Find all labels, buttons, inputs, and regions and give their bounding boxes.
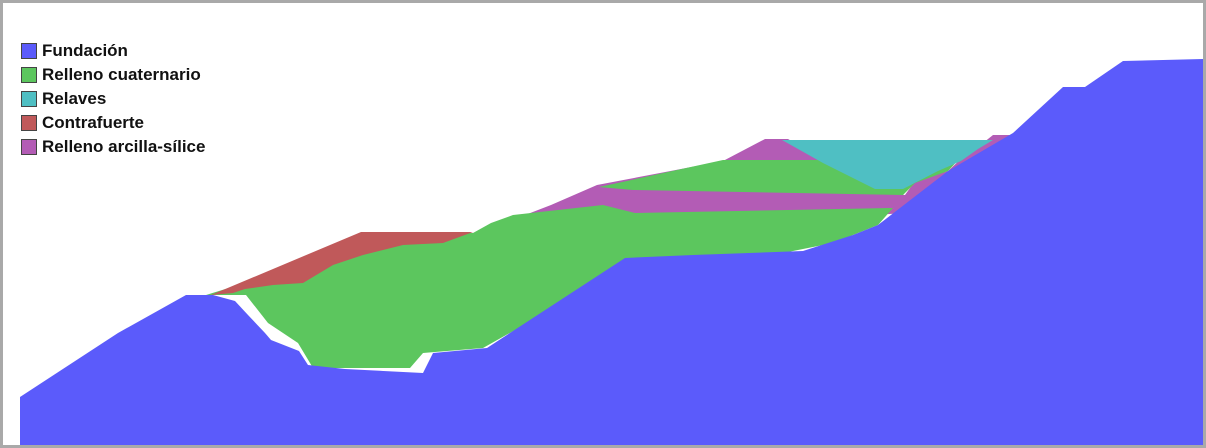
layer-relaves — [782, 140, 993, 189]
legend-swatch-relaves — [21, 91, 37, 107]
cross-section-diagram — [20, 59, 1203, 445]
legend-label-relleno-cuaternario: Relleno cuaternario — [42, 65, 201, 84]
legend-label-relleno-arcilla-silice: Relleno arcilla-sílice — [42, 137, 206, 156]
layer-contrafuerte — [211, 232, 473, 295]
legend-label-relaves: Relaves — [42, 89, 107, 108]
legend-item-fundacion: Fundación — [21, 39, 205, 63]
legend-label-fundacion: Fundación — [42, 41, 128, 60]
legend-item-relleno-arcilla-silice: Relleno arcilla-sílice — [21, 135, 205, 159]
legend-item-relleno-cuaternario: Relleno cuaternario — [21, 63, 205, 87]
legend-label-contrafuerte: Contrafuerte — [42, 113, 145, 132]
legend-swatch-fundacion — [21, 43, 37, 59]
layer-fundacion — [20, 59, 1203, 445]
legend: Fundación Relleno cuaternario Relaves Co… — [21, 39, 205, 159]
legend-item-relaves: Relaves — [21, 87, 205, 111]
legend-item-contrafuerte: Contrafuerte — [21, 111, 205, 135]
legend-swatch-contrafuerte — [21, 115, 37, 131]
legend-swatch-relleno-cuaternario — [21, 67, 37, 83]
legend-swatch-relleno-arcilla-silice — [21, 139, 37, 155]
